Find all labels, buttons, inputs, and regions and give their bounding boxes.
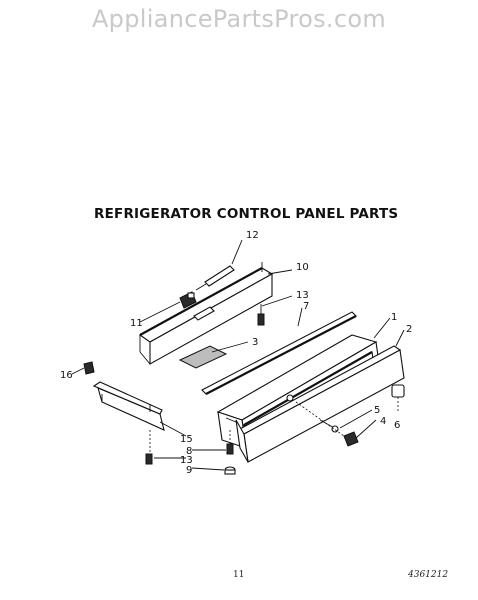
leader-lines — [71, 239, 405, 471]
part-11-switch — [179, 291, 197, 309]
page-number: 11 — [233, 570, 245, 580]
part-8-screw — [226, 443, 234, 455]
callout-2: 2 — [406, 324, 412, 335]
part-16-clip — [83, 361, 95, 375]
assembly-axis — [295, 401, 345, 437]
callout-1: 1 — [391, 312, 397, 323]
part-3-plate — [178, 345, 228, 369]
watermark-logo: AppliancePartsPros.com — [91, 5, 387, 33]
callout-13-lower: 13 — [180, 455, 193, 466]
part-2-trim — [235, 345, 405, 463]
part-9-washer — [224, 466, 236, 475]
part-7-strip — [201, 311, 357, 395]
callout-12: 12 — [246, 230, 259, 241]
callout-11: 11 — [130, 318, 143, 329]
part-12-sensor — [195, 265, 235, 291]
callout-10: 10 — [296, 262, 309, 273]
diagram-title: REFRIGERATOR CONTROL PANEL PARTS — [94, 206, 399, 222]
document-number: 4361212 — [408, 570, 449, 580]
callout-5: 5 — [374, 405, 380, 416]
callout-7: 7 — [303, 301, 309, 312]
part-13-screw-lower — [145, 453, 153, 465]
part-6-knob — [391, 384, 405, 412]
part-4-nut — [343, 431, 359, 447]
part-13-screw-upper — [257, 304, 265, 326]
part-10-bracket — [138, 262, 274, 365]
part-15-bracket — [92, 381, 165, 431]
callout-3: 3 — [252, 337, 258, 348]
callout-4: 4 — [380, 416, 386, 427]
callout-16: 16 — [60, 370, 73, 381]
callout-13-upper: 13 — [296, 290, 309, 301]
bracket-slot — [193, 306, 215, 321]
callout-9: 9 — [186, 465, 192, 476]
callout-15: 15 — [180, 434, 193, 445]
callout-6: 6 — [394, 420, 400, 431]
callout-8: 8 — [186, 446, 192, 457]
